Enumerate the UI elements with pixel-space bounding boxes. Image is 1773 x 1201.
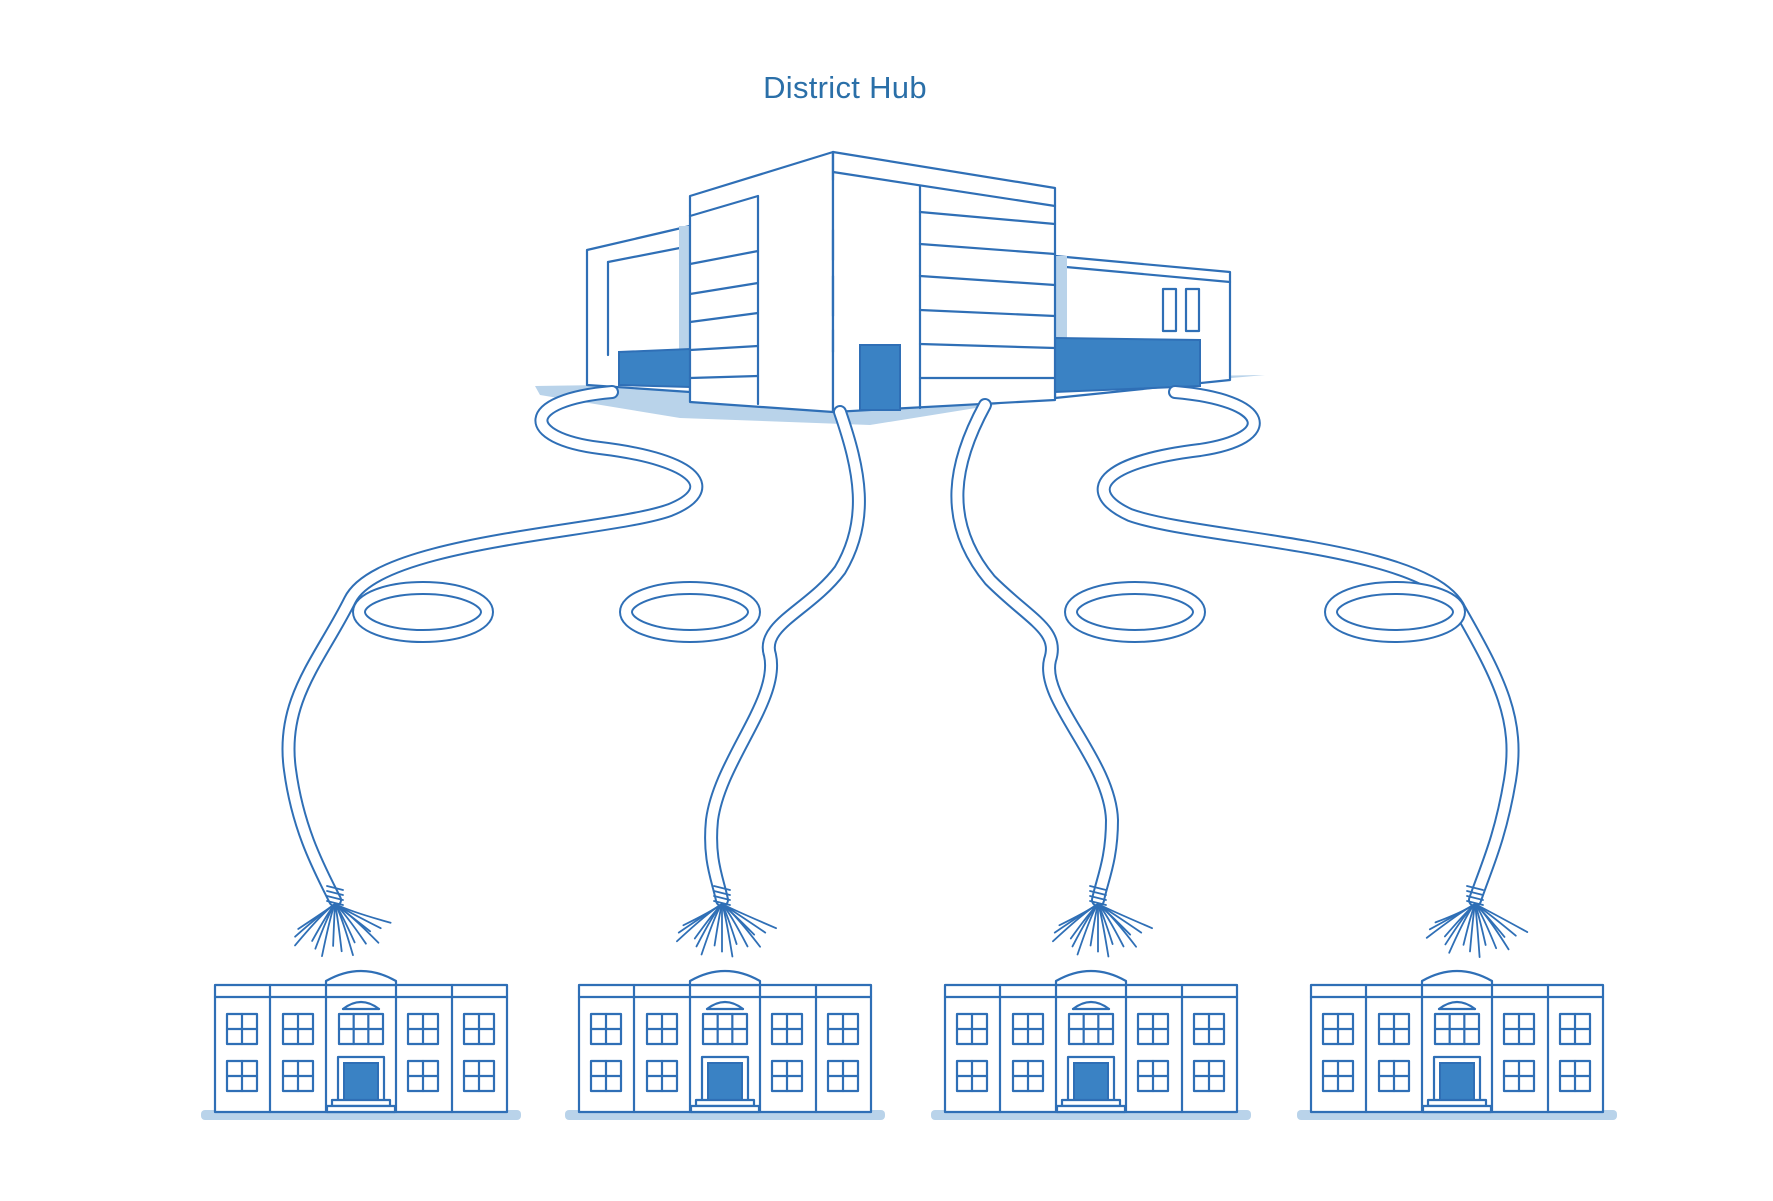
hub-right-wing <box>1053 254 1232 400</box>
fiber-fan-1 <box>294 885 392 958</box>
fiber-strand <box>1097 903 1153 930</box>
hub-main-block <box>688 150 1057 414</box>
school-door <box>1439 1062 1475 1101</box>
step <box>1421 1104 1493 1114</box>
hub-door <box>859 344 901 411</box>
step <box>325 1104 397 1114</box>
fiber-strand <box>1474 903 1529 933</box>
ferrule-band <box>1089 895 1107 901</box>
fiber-fan-3 <box>1052 885 1153 958</box>
cable-to-school-1 <box>281 385 704 907</box>
pediment <box>324 970 398 987</box>
cable-to-school-4 <box>1096 385 1520 907</box>
fiber-cables <box>281 385 1520 907</box>
pediment-arch <box>1437 1000 1477 1011</box>
ferrule-band <box>326 890 344 896</box>
ferrule-band <box>713 885 731 891</box>
school-building-1 <box>201 970 521 1120</box>
school-buildings <box>201 970 1617 1120</box>
ferrule-band <box>713 900 731 906</box>
school-door <box>343 1062 379 1101</box>
ferrule-band <box>1466 900 1484 906</box>
ferrule-band <box>1089 890 1107 896</box>
pediment-arch <box>341 1000 381 1011</box>
school-building-3 <box>931 970 1251 1120</box>
fiber-strand <box>1425 903 1476 939</box>
hub-title: District Hub <box>763 70 927 105</box>
cable-to-school-2 <box>619 405 866 907</box>
school-door <box>1073 1062 1109 1101</box>
fiber-strand <box>1474 903 1517 937</box>
ferrule-band <box>326 885 344 891</box>
ferrule-band <box>326 895 344 901</box>
hub-left-wing <box>585 224 692 394</box>
pediment <box>1054 970 1128 987</box>
ferrule-band <box>1466 890 1484 896</box>
school-building-4 <box>1297 970 1617 1120</box>
step <box>1055 1104 1127 1114</box>
school-door <box>707 1062 743 1101</box>
fiber-strand-fans <box>294 885 1529 958</box>
fiber-strand <box>334 903 392 924</box>
ferrule-band <box>713 890 731 896</box>
fiber-strand <box>721 903 777 930</box>
ferrule-band <box>1466 885 1484 891</box>
fiber-fan-4 <box>1425 885 1529 958</box>
cable-to-school-3 <box>950 398 1206 907</box>
ferrule-band <box>326 900 344 906</box>
ferrule-band <box>713 895 731 901</box>
fiber-fan-2 <box>676 885 777 958</box>
pediment <box>1420 970 1494 987</box>
ferrule-band <box>1089 900 1107 906</box>
district-hub-building <box>535 150 1265 425</box>
pediment <box>688 970 762 987</box>
step <box>689 1104 761 1114</box>
school-building-2 <box>565 970 885 1120</box>
ferrule-band <box>1466 895 1484 901</box>
ferrule-band <box>1089 885 1107 891</box>
pediment-arch <box>1071 1000 1111 1011</box>
pediment-arch <box>705 1000 745 1011</box>
